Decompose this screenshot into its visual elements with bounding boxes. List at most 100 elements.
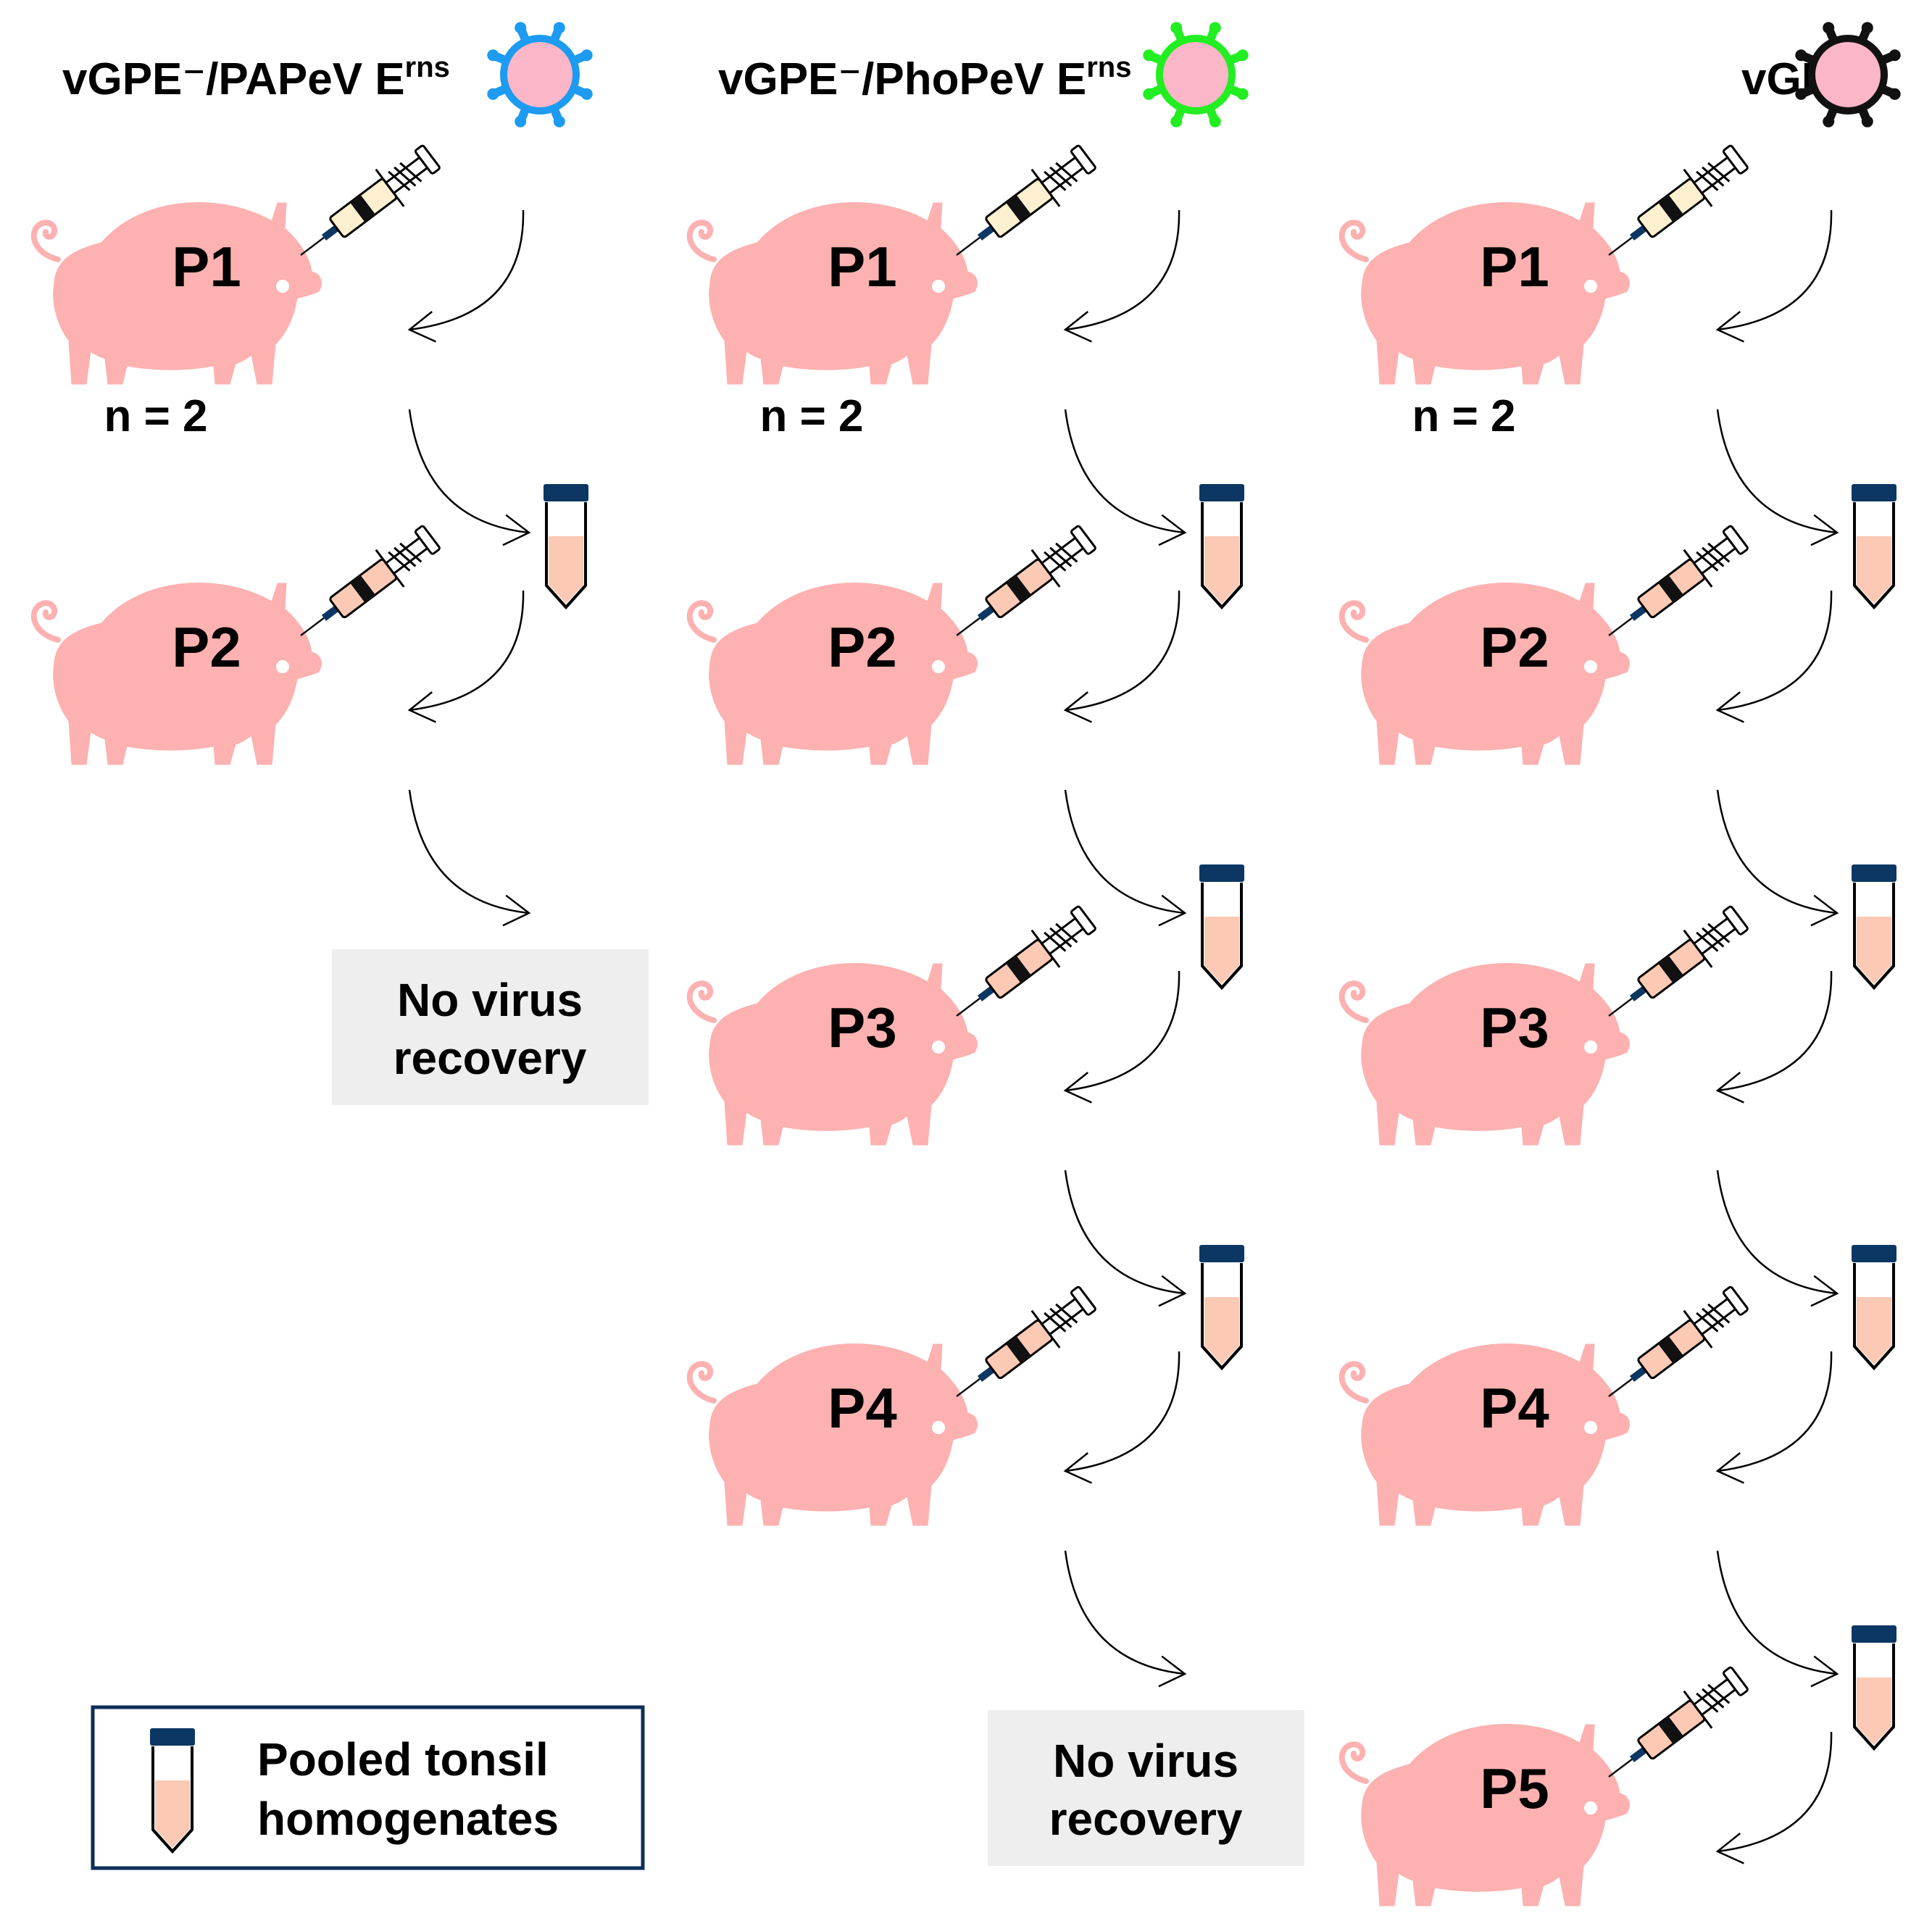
virion-spike-tip bbox=[553, 22, 565, 34]
tube-liquid bbox=[1857, 917, 1891, 984]
pig-icon: P2 bbox=[1342, 583, 1630, 764]
syringe-hub bbox=[977, 1366, 995, 1382]
syringe-needle bbox=[1608, 1378, 1633, 1397]
outcome-line-2: recovery bbox=[394, 1032, 587, 1084]
inoculation-arrow bbox=[409, 590, 525, 712]
inoculation-arrow bbox=[1717, 209, 1833, 331]
tube-icon bbox=[1199, 864, 1244, 990]
column-header: vGPE⁻/PhoPeV Erns bbox=[718, 51, 1131, 104]
tube-outline bbox=[1853, 883, 1895, 990]
virion-spike-tip bbox=[1209, 115, 1221, 128]
syringe-grip bbox=[1044, 551, 1067, 572]
header-superscript: rns bbox=[405, 51, 450, 83]
virion-icon bbox=[1143, 22, 1249, 128]
syringe-plunger-seal bbox=[1658, 575, 1683, 603]
passage-label-p2: P2 bbox=[172, 615, 241, 679]
pig-icon: P1 bbox=[34, 203, 322, 384]
syringe-grip bbox=[1702, 927, 1725, 948]
syringe-needle bbox=[956, 617, 980, 636]
syringe-thumb bbox=[1722, 144, 1749, 175]
passage-label-p5: P5 bbox=[1480, 1757, 1549, 1820]
syringe-icon bbox=[1608, 905, 1749, 1017]
inoculation-arrow bbox=[1065, 1351, 1181, 1472]
virion-spike-tip bbox=[1143, 49, 1155, 62]
pig-icon: P4 bbox=[690, 1344, 978, 1525]
passage-label-p1: P1 bbox=[828, 235, 896, 299]
virion-spike-tip bbox=[580, 49, 593, 62]
legend-line-2: homogenates bbox=[257, 1793, 559, 1845]
inoculation-arrow bbox=[1717, 970, 1833, 1092]
virion-spike-tip bbox=[487, 49, 499, 62]
header-virus-name: vGPE⁻/PhoPeV E bbox=[718, 54, 1086, 104]
syringe-grip bbox=[399, 162, 422, 183]
syringe-plunger-seal bbox=[350, 194, 375, 222]
tube-liquid bbox=[549, 536, 583, 604]
harvest-arrow bbox=[1064, 1550, 1186, 1675]
syringe-thumb bbox=[1722, 1666, 1749, 1696]
syringe-needle bbox=[300, 617, 325, 636]
syringe-grip bbox=[1044, 931, 1067, 952]
passage-label-p4: P4 bbox=[1480, 1376, 1549, 1440]
virion-spike-tip bbox=[1236, 49, 1249, 62]
tube-outline bbox=[151, 1746, 193, 1854]
syringe-needle bbox=[956, 236, 980, 256]
syringe-grip bbox=[1055, 542, 1078, 563]
syringe-icon bbox=[956, 525, 1096, 636]
passage-label-p2: P2 bbox=[828, 615, 896, 679]
tube-cap bbox=[1852, 864, 1896, 882]
syringe-grip bbox=[394, 546, 417, 567]
outcome-background bbox=[988, 1710, 1304, 1866]
syringe-plunger-seal bbox=[1658, 194, 1683, 222]
pig-icon: P1 bbox=[690, 203, 978, 384]
syringe-plunger-seal bbox=[1006, 1335, 1031, 1364]
inoculation-arrow-head bbox=[407, 691, 436, 723]
passage-label-p2: P2 bbox=[1480, 615, 1549, 679]
tube-icon bbox=[1852, 1625, 1896, 1751]
syringe-grip bbox=[1055, 1303, 1078, 1324]
syringe-grip bbox=[1707, 1683, 1731, 1704]
syringe-grip bbox=[1049, 166, 1073, 187]
tube-icon bbox=[1852, 484, 1896, 609]
inoculation-arrow-head bbox=[407, 311, 436, 343]
harvest-arrow-head bbox=[1158, 514, 1187, 546]
syringe-icon bbox=[1608, 525, 1749, 636]
virion-spike-tip bbox=[1170, 115, 1183, 128]
virion-spike-tip bbox=[1823, 22, 1835, 34]
virion-spike-tip bbox=[1795, 49, 1807, 62]
virion-spike-tip bbox=[515, 22, 527, 34]
virion-spike-tip bbox=[1861, 22, 1873, 34]
pig-icon: P1 bbox=[1342, 203, 1630, 384]
tube-outline bbox=[1201, 502, 1243, 609]
syringe-hub bbox=[977, 985, 995, 1001]
pig-icon: P2 bbox=[34, 583, 322, 764]
syringe-needle bbox=[956, 1378, 980, 1397]
syringe-grip bbox=[388, 170, 411, 191]
syringe-plunger-seal bbox=[1006, 575, 1031, 603]
tube-cap bbox=[1852, 484, 1896, 501]
inoculation-arrow bbox=[1717, 1351, 1833, 1472]
syringe-plunger-seal bbox=[1658, 955, 1683, 983]
virion-spike-tip bbox=[515, 115, 527, 128]
inoculation-arrow bbox=[1065, 590, 1181, 712]
harvest-arrow-head bbox=[1158, 894, 1187, 927]
syringe-plunger-seal bbox=[1006, 194, 1031, 222]
inoculation-arrow-head bbox=[1063, 691, 1092, 723]
inoculation-arrow bbox=[409, 209, 525, 331]
harvest-arrow-head bbox=[502, 514, 531, 546]
syringe-icon bbox=[956, 905, 1096, 1017]
pig-icon: P3 bbox=[690, 964, 978, 1145]
syringe-icon bbox=[1608, 1666, 1749, 1778]
syringe-grip bbox=[1696, 1692, 1719, 1713]
syringe-needle bbox=[1608, 236, 1633, 256]
tube-liquid bbox=[1204, 1297, 1239, 1364]
inoculation-arrow-head bbox=[1715, 1452, 1744, 1484]
pig-icon: P2 bbox=[690, 583, 978, 764]
syringe-hub bbox=[1629, 225, 1647, 241]
virion-spike-tip bbox=[1889, 88, 1901, 100]
inoculation-arrow-head bbox=[1063, 1452, 1092, 1484]
tube-icon bbox=[544, 484, 588, 609]
syringe-thumb bbox=[1070, 525, 1096, 555]
syringe-needle bbox=[1608, 997, 1633, 1017]
